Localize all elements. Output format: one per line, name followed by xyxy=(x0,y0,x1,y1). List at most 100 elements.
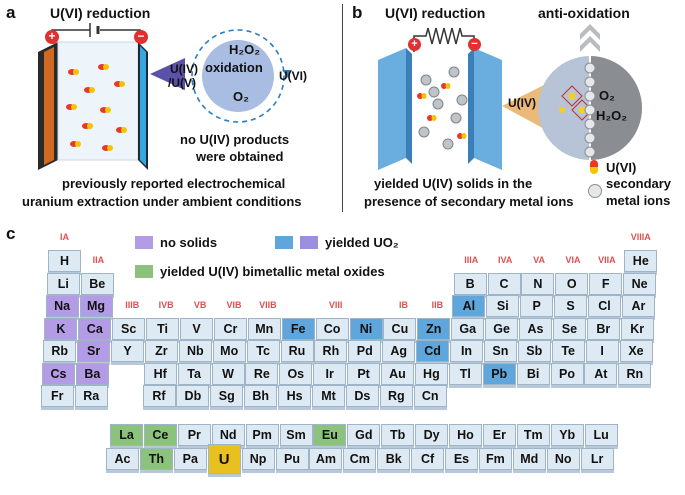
element-ra: Ra xyxy=(74,385,108,407)
note-line-2: were obtained xyxy=(196,149,284,164)
element-ti: Ti xyxy=(146,317,180,340)
element-ce: Ce xyxy=(143,424,177,446)
element-ga: Ga xyxy=(451,317,485,340)
plus-sign: + xyxy=(48,29,56,43)
element-au: Au xyxy=(381,362,414,385)
legend-swatch-blue xyxy=(275,236,293,249)
group-label-viiia: VIIIA xyxy=(630,232,651,242)
element-se: Se xyxy=(552,317,586,340)
electrolytic-cell-illustration xyxy=(38,23,292,170)
panel-b-title: U(VI) reduction xyxy=(385,5,486,21)
element-pa: Pa xyxy=(173,448,207,470)
group-label-ib: IB xyxy=(399,299,408,310)
element-eu: Eu xyxy=(313,424,347,446)
legend-swatch-green xyxy=(135,265,153,278)
element-sn: Sn xyxy=(483,340,517,362)
element-in: In xyxy=(450,340,483,362)
element-yb: Yb xyxy=(550,424,584,446)
note-line-1: no U(IV) products xyxy=(180,132,290,147)
element-n: N xyxy=(521,272,555,295)
element-cs: Cs xyxy=(42,362,75,385)
arrow-label-b: U(IV) xyxy=(508,96,536,110)
element-cn: Cn xyxy=(413,385,447,407)
element-hg: Hg xyxy=(414,362,448,385)
anti-oxidation-label: anti-oxidation xyxy=(538,5,630,21)
element-mn: Mn xyxy=(247,317,281,340)
element-pr: Pr xyxy=(177,424,211,446)
element-kr: Kr xyxy=(620,317,654,340)
element-ir: Ir xyxy=(313,362,347,385)
element-cl: Cl xyxy=(588,295,621,317)
legend-swatch-purple-2 xyxy=(300,236,318,249)
element-la: La xyxy=(110,424,143,446)
positive-terminal: + xyxy=(45,30,59,44)
group-label-va: VA xyxy=(533,254,546,265)
element-at: At xyxy=(584,362,618,385)
element-ba: Ba xyxy=(75,362,109,385)
element-nd: Nd xyxy=(211,424,245,446)
element-bi: Bi xyxy=(516,362,550,385)
minus-sign: − xyxy=(137,29,145,43)
element-co: Co xyxy=(315,317,349,340)
element-sg: Sg xyxy=(210,385,244,407)
negative-terminal-b: − xyxy=(468,38,481,51)
element-gd: Gd xyxy=(347,424,381,446)
group-label-iiia: IIIA xyxy=(464,254,479,265)
circle-o2: O₂ xyxy=(233,89,249,104)
arrow-label-u5: /U(V) xyxy=(168,76,196,90)
element-fr: Fr xyxy=(40,385,74,407)
element-be: Be xyxy=(80,272,114,295)
group-label-ivb: IVB xyxy=(158,299,174,310)
element-fe: Fe xyxy=(281,317,315,340)
element-si: Si xyxy=(486,295,520,317)
group-label-viii: VIII xyxy=(328,299,343,310)
element-db: Db xyxy=(176,385,210,407)
element-es: Es xyxy=(445,448,478,470)
panel-b-label: b xyxy=(352,3,363,22)
element-li: Li xyxy=(46,272,80,295)
element-as: As xyxy=(519,317,552,340)
element-he: He xyxy=(624,250,658,272)
element-s: S xyxy=(554,295,588,317)
element-cf: Cf xyxy=(411,448,445,470)
element-xe: Xe xyxy=(619,340,653,362)
element-er: Er xyxy=(482,424,516,446)
element-pm: Pm xyxy=(245,424,279,446)
group-label-ia: IA xyxy=(60,232,69,242)
group-label-vib: VIB xyxy=(226,299,242,310)
element-ho: Ho xyxy=(449,424,482,446)
element-tc: Tc xyxy=(246,340,280,362)
legend-bimetallic: yielded U(IV) bimetallic metal oxides xyxy=(160,264,385,279)
element-w: W xyxy=(211,362,245,385)
element-pb: Pb xyxy=(482,362,516,385)
element-fm: Fm xyxy=(478,448,512,470)
group-label-iiib: IIIB xyxy=(125,299,140,310)
u6-legend-icon xyxy=(590,160,598,174)
negative-terminal: − xyxy=(134,30,148,44)
legend-no-solids: no solids xyxy=(160,235,218,250)
group-label-iib: IIB xyxy=(431,299,444,310)
panel-b: b U(VI) reduction anti-oxidation xyxy=(344,0,685,215)
legend-u6-label: U(VI) xyxy=(606,160,637,175)
element-po: Po xyxy=(550,362,584,385)
element-md: Md xyxy=(512,448,546,470)
element-k: K xyxy=(44,317,78,340)
element-p: P xyxy=(520,295,554,317)
element-f: F xyxy=(589,272,623,295)
element-pd: Pd xyxy=(348,340,382,362)
legend-swatch-purple xyxy=(135,236,153,249)
element-cu: Cu xyxy=(383,317,417,340)
circle-h2o2: H₂O₂ xyxy=(229,42,261,57)
element-ni: Ni xyxy=(349,317,383,340)
element-no: No xyxy=(546,448,580,470)
element-os: Os xyxy=(279,362,313,385)
group-label-vb: VB xyxy=(193,299,207,310)
plus-sign-b: + xyxy=(411,38,418,50)
element-mg: Mg xyxy=(79,295,113,317)
cell-b-illustration xyxy=(378,24,642,170)
group-label-iia: IIA xyxy=(92,254,105,265)
caption-b-line-2: presence of secondary metal ions xyxy=(364,194,574,209)
element-pt: Pt xyxy=(347,362,381,385)
element-mt: Mt xyxy=(312,385,345,407)
minus-sign-b: − xyxy=(471,38,478,50)
